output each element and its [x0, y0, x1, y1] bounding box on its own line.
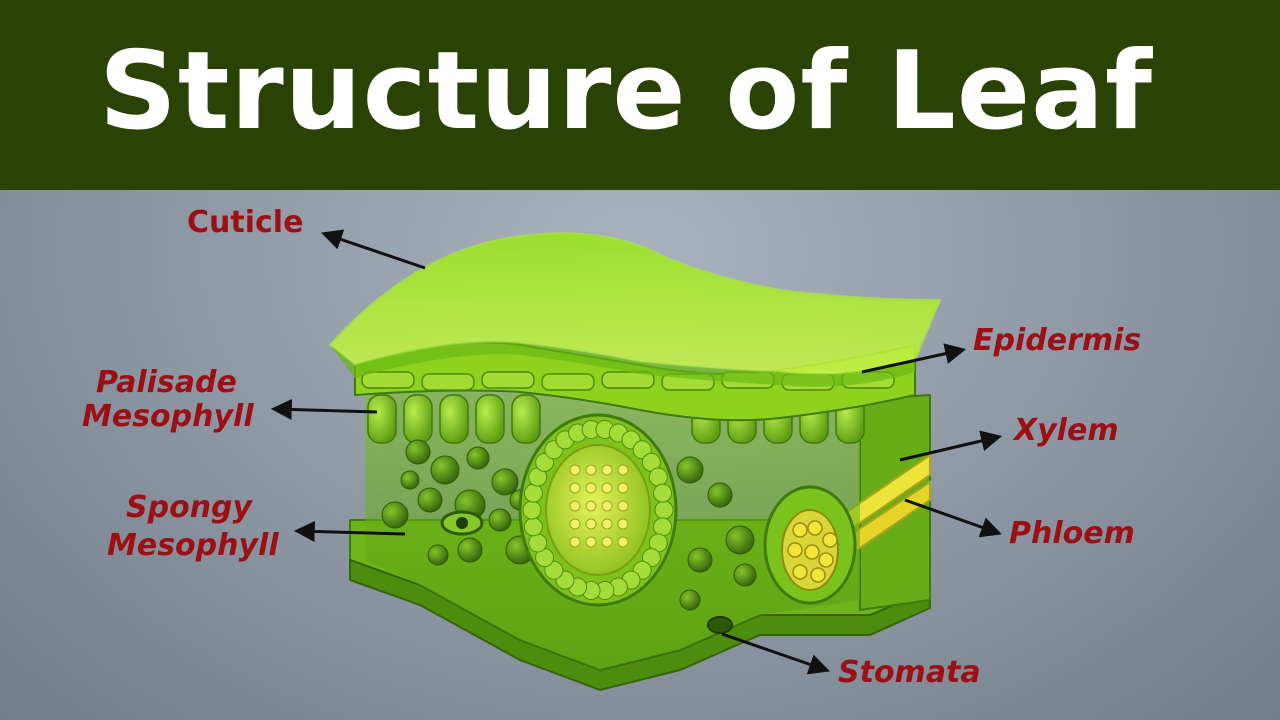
- vein-vessels: [787, 520, 838, 583]
- sheath-cell: [528, 533, 548, 553]
- core-cell: [601, 536, 613, 548]
- cuticle-arrow: [321, 229, 426, 270]
- core-cell: [617, 464, 629, 476]
- palisade-cell: [511, 394, 541, 444]
- sheath-cell: [654, 500, 674, 520]
- core-cell: [585, 518, 597, 530]
- phloem-label: Phloem: [1009, 516, 1135, 551]
- vein-vessel: [792, 522, 808, 538]
- core-cell: [585, 464, 597, 476]
- core-cell: [601, 500, 613, 512]
- core-cell: [617, 500, 629, 512]
- epidermis-label: Epidermis: [973, 323, 1142, 358]
- vein-vessel: [818, 552, 834, 568]
- core-cell: [585, 536, 597, 548]
- cuticle-label: Cuticle: [187, 205, 304, 240]
- phloem-arrow: [904, 498, 1002, 538]
- epidermis-cell: [421, 373, 475, 391]
- spongy-cell: [400, 470, 420, 490]
- spongy-cell: [491, 468, 519, 496]
- spongy-cell: [733, 563, 757, 587]
- sheath-cell: [523, 483, 543, 503]
- epidermis-arrow: [861, 343, 967, 374]
- spongy-label-line1: Spongy: [126, 490, 253, 525]
- core-cell: [601, 464, 613, 476]
- core-cell: [569, 518, 581, 530]
- sheath-cell: [653, 517, 673, 537]
- sheath-cell: [653, 483, 673, 503]
- palisade-cell: [403, 394, 433, 444]
- palisade-arrow: [270, 398, 378, 420]
- spongy-cell: [466, 446, 490, 470]
- core-cell: [569, 536, 581, 548]
- core-cell: [585, 482, 597, 494]
- core-cell: [617, 518, 629, 530]
- spongy-arrow: [293, 520, 406, 542]
- vein-vessel: [807, 520, 823, 536]
- palisade-cell: [439, 394, 469, 444]
- vein-vessel: [787, 542, 803, 558]
- sheath-cell: [523, 517, 543, 537]
- stomata-arrow: [721, 632, 830, 675]
- sheath-cell: [522, 500, 542, 520]
- palisade-cell: [367, 394, 397, 444]
- vein-vessel: [792, 564, 808, 580]
- core-cell: [601, 482, 613, 494]
- bundle-sheath-cells: [522, 419, 674, 601]
- core-cell: [585, 500, 597, 512]
- spongy-cell: [488, 508, 512, 532]
- spongy-cell: [679, 589, 701, 611]
- core-cell: [569, 482, 581, 494]
- spongy-cell: [676, 456, 704, 484]
- title-banner: Structure of Leaf: [0, 0, 1280, 190]
- pointer-arrows: [270, 229, 1003, 675]
- xylem-label: Xylem: [1014, 413, 1119, 448]
- vein-vessel: [810, 567, 826, 583]
- spongy-cell: [687, 547, 713, 573]
- palisade-label-line2: Mesophyll: [82, 399, 254, 434]
- palisade-cell: [475, 394, 505, 444]
- sheath-cell: [648, 467, 668, 487]
- stomata-pore: [707, 616, 733, 634]
- epidermis-cell: [361, 371, 415, 389]
- epidermis-cell: [601, 371, 655, 389]
- spongy-cell: [405, 439, 431, 465]
- spongy-cell: [430, 455, 460, 485]
- vascular-bundle-core: [545, 444, 651, 576]
- core-cell: [569, 500, 581, 512]
- core-cell: [569, 464, 581, 476]
- palisade-label-line1: Palisade: [96, 365, 237, 400]
- vascular-core-cells: [569, 464, 629, 548]
- spongy-cell: [427, 544, 449, 566]
- epidermis-cell: [481, 371, 535, 389]
- xylem-arrow: [899, 430, 1003, 462]
- stomata-label: Stomata: [838, 655, 981, 690]
- spongy-cell: [381, 501, 409, 529]
- core-cell: [601, 518, 613, 530]
- spongy-cell: [707, 482, 733, 508]
- epidermis-cell: [541, 373, 595, 391]
- core-cell: [617, 536, 629, 548]
- vein-vessel: [804, 544, 820, 560]
- spongy-cell: [417, 487, 443, 513]
- vein-vessel: [822, 532, 838, 548]
- spongy-label-line2: Mesophyll: [107, 528, 279, 563]
- spongy-cell: [457, 537, 483, 563]
- core-cell: [617, 482, 629, 494]
- spongy-cell: [725, 525, 755, 555]
- page-title: Structure of Leaf: [99, 29, 1153, 154]
